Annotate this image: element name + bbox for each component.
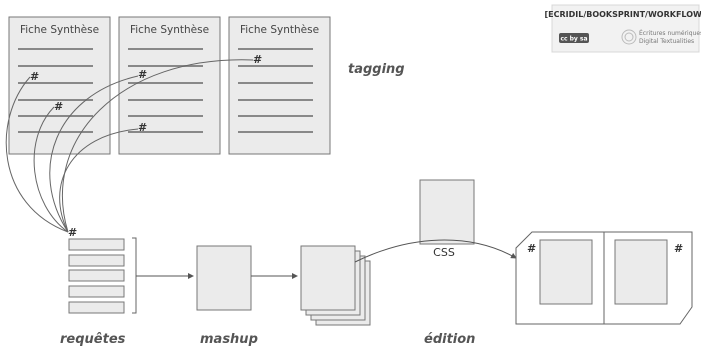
book: # # bbox=[515, 231, 693, 325]
cc-license-text: cc by sa bbox=[560, 36, 587, 43]
sheet-1-title: Fiche Synthèse bbox=[20, 24, 99, 36]
book-left-tag: # bbox=[527, 242, 536, 255]
mashup-box bbox=[196, 245, 252, 311]
sheet-2-tag-b: # bbox=[138, 121, 147, 134]
org-line-2: Digital Textualities bbox=[639, 38, 694, 45]
css-box bbox=[419, 179, 475, 245]
requetes-label: requêtes bbox=[60, 332, 126, 347]
project-badge: [ECRIDIL/BOOKSPRINT/WORKFLOW] cc by sa É… bbox=[544, 4, 701, 53]
mashup-label: mashup bbox=[200, 332, 258, 347]
book-right-tag: # bbox=[674, 242, 683, 255]
sheet-3: Fiche Synthèse # bbox=[228, 16, 331, 155]
css-label: CSS bbox=[433, 246, 455, 259]
tag-connection-curves bbox=[5, 59, 254, 233]
sheet-1-tag-a: # bbox=[30, 70, 39, 83]
edition-label: édition bbox=[424, 332, 475, 347]
sheet-2: Fiche Synthèse # # bbox=[118, 16, 221, 155]
sheet-1: Fiche Synthèse # # bbox=[8, 16, 111, 155]
sheet-3-title: Fiche Synthèse bbox=[240, 24, 319, 36]
tagging-label: tagging bbox=[348, 62, 405, 77]
badge-title: [ECRIDIL/BOOKSPRINT/WORKFLOW] bbox=[544, 10, 701, 19]
sheet-2-tag-a: # bbox=[138, 68, 147, 81]
requetes-tag: # bbox=[68, 226, 77, 239]
requetes-stack: # bbox=[68, 226, 137, 314]
sheet-2-title: Fiche Synthèse bbox=[130, 24, 209, 36]
org-logo-icon bbox=[621, 29, 637, 45]
page-stack bbox=[300, 245, 371, 326]
org-line-1: Écritures numériques bbox=[639, 29, 701, 37]
sheet-1-tag-b: # bbox=[54, 100, 63, 113]
sheet-3-tag-a: # bbox=[253, 53, 262, 66]
arrow-edition-book bbox=[354, 239, 517, 263]
cc-license-icon: cc by sa bbox=[559, 33, 589, 43]
